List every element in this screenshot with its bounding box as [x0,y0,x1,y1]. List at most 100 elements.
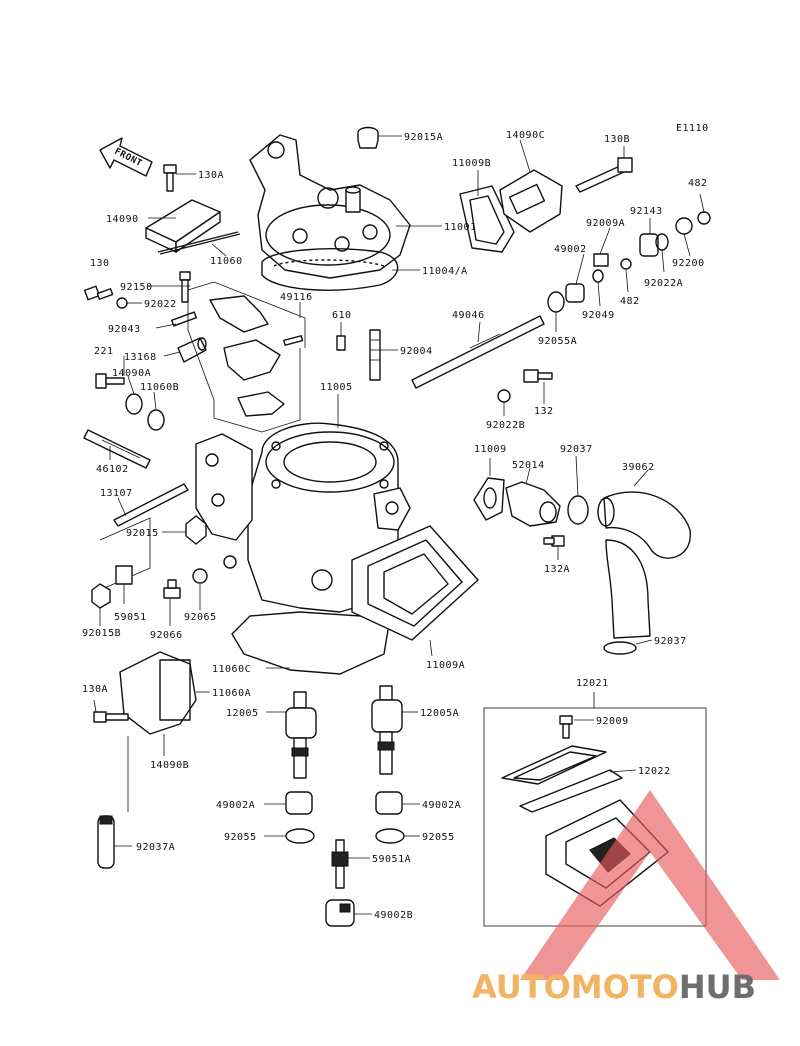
label-482-top: 482 [688,178,708,189]
label-49116: 49116 [280,292,313,303]
label-92043: 92043 [108,324,141,335]
bolt-92009A-part [593,253,609,267]
label-92037-top: 92037 [560,444,593,455]
cover-14090B-part [119,651,197,735]
bolt-221-part [95,373,125,389]
clip-482-top [697,211,711,225]
tube-92037A-part [97,815,115,869]
reed-gasket-11009A [351,525,479,641]
clip-482-bottom [620,258,632,270]
label-482-bottom: 482 [620,296,640,307]
watermark-text-automoto: AUTOMOTO [472,968,679,1006]
label-130A-top: 130A [198,170,224,181]
label-14090: 14090 [106,214,139,225]
label-11060A: 11060A [212,688,251,699]
pin-92043-part [170,311,198,327]
label-59051A: 59051A [372,854,411,865]
label-39062: 39062 [622,462,655,473]
label-92055A: 92055A [538,336,577,347]
screw-92009-part [559,715,573,739]
bolt-130B-part [575,157,633,193]
cover-14090A-part [125,393,143,415]
bolt-130A-lower [93,711,129,723]
label-59051: 59051 [114,612,147,623]
label-92143: 92143 [630,206,663,217]
watermark-text-hub: HUB [679,968,756,1006]
label-49002B: 49002B [374,910,413,921]
label-49046: 49046 [452,310,485,321]
label-132A: 132A [544,564,570,575]
washer-92022B-part [497,389,511,403]
label-13107: 13107 [100,488,133,499]
label-92055-left: 92055 [224,832,257,843]
label-92037A: 92037A [136,842,175,853]
label-14090B: 14090B [150,760,189,771]
label-92015: 92015 [126,528,159,539]
base-gasket-part [231,611,391,675]
cylinder-head-part [249,134,411,279]
clamp-92037-top [567,495,589,525]
rod-49046-part [411,315,545,389]
label-49002A-left: 49002A [216,800,255,811]
nut-92015-part [185,515,207,545]
gasket-11009-part [473,477,505,521]
oring-92055A-part [547,291,565,313]
label-92022: 92022 [144,299,177,310]
exhaust-valve-49116-group [187,281,306,433]
label-12022: 12022 [638,766,671,777]
label-92037-bottom: 92037 [654,636,687,647]
label-130A-lower: 130A [82,684,108,695]
label-92066: 92066 [150,630,183,641]
dowel-610-part [336,335,346,351]
label-221: 221 [94,346,114,357]
label-49002: 49002 [554,244,587,255]
svg-text:AUTOMOTOHUB: AUTOMOTOHUB [472,968,756,1006]
bushing-49002B-part [325,899,355,927]
label-11005: 11005 [320,382,353,393]
label-11060: 11060 [210,256,243,267]
hose-39062-part [597,491,691,639]
seal-92049-part [592,269,604,283]
label-92065: 92065 [184,612,217,623]
oring-92055-right [375,828,405,844]
washer-92200-part [675,217,693,235]
label-49002A-right: 49002A [422,800,461,811]
gasket-11060B-part [147,409,165,431]
label-52014: 52014 [512,460,545,471]
label-14090C: 14090C [506,130,545,141]
label-13168: 13168 [124,352,157,363]
oring-92055-left [285,828,315,844]
bushing-49002A-right [375,791,403,815]
gasket-11009B-part [459,185,515,253]
spacer-92143-part [639,233,659,257]
label-92049: 92049 [582,310,615,321]
label-130B: 130B [604,134,630,145]
label-11004A: 11004/A [422,266,468,277]
leader-lines [93,135,705,915]
washer-92065-part [192,568,208,584]
front-arrow-icon: FRONT [99,137,153,177]
label-14090A: 14090A [112,368,151,379]
label-92015B: 92015B [82,628,121,639]
clamp-92037-bottom [603,641,637,655]
cap-nut-part [357,126,379,149]
cover-14090C-part [499,169,563,233]
diagram-code: E1110 [676,123,709,134]
part-number-labels: 92015A 14090C 130B 482 11009B 130A 14090… [82,130,708,921]
label-12021: 12021 [576,678,609,689]
bolt-132A-part [543,535,565,547]
label-92015A: 92015A [404,132,443,143]
label-11009A: 11009A [426,660,465,671]
gear-59051-part [115,565,133,585]
pulley-12005-part [285,691,317,779]
pipe-52014-part [505,481,561,527]
holder-13168-part [177,337,207,363]
nut-92015B-part [91,583,111,609]
label-12005: 12005 [226,708,259,719]
label-92022A: 92022A [644,278,683,289]
label-12005A: 12005A [420,708,459,719]
label-11060B: 11060B [140,382,179,393]
gear-59051A-part [331,839,349,889]
bolt-130-part [83,285,114,301]
label-92009A: 92009A [586,218,625,229]
